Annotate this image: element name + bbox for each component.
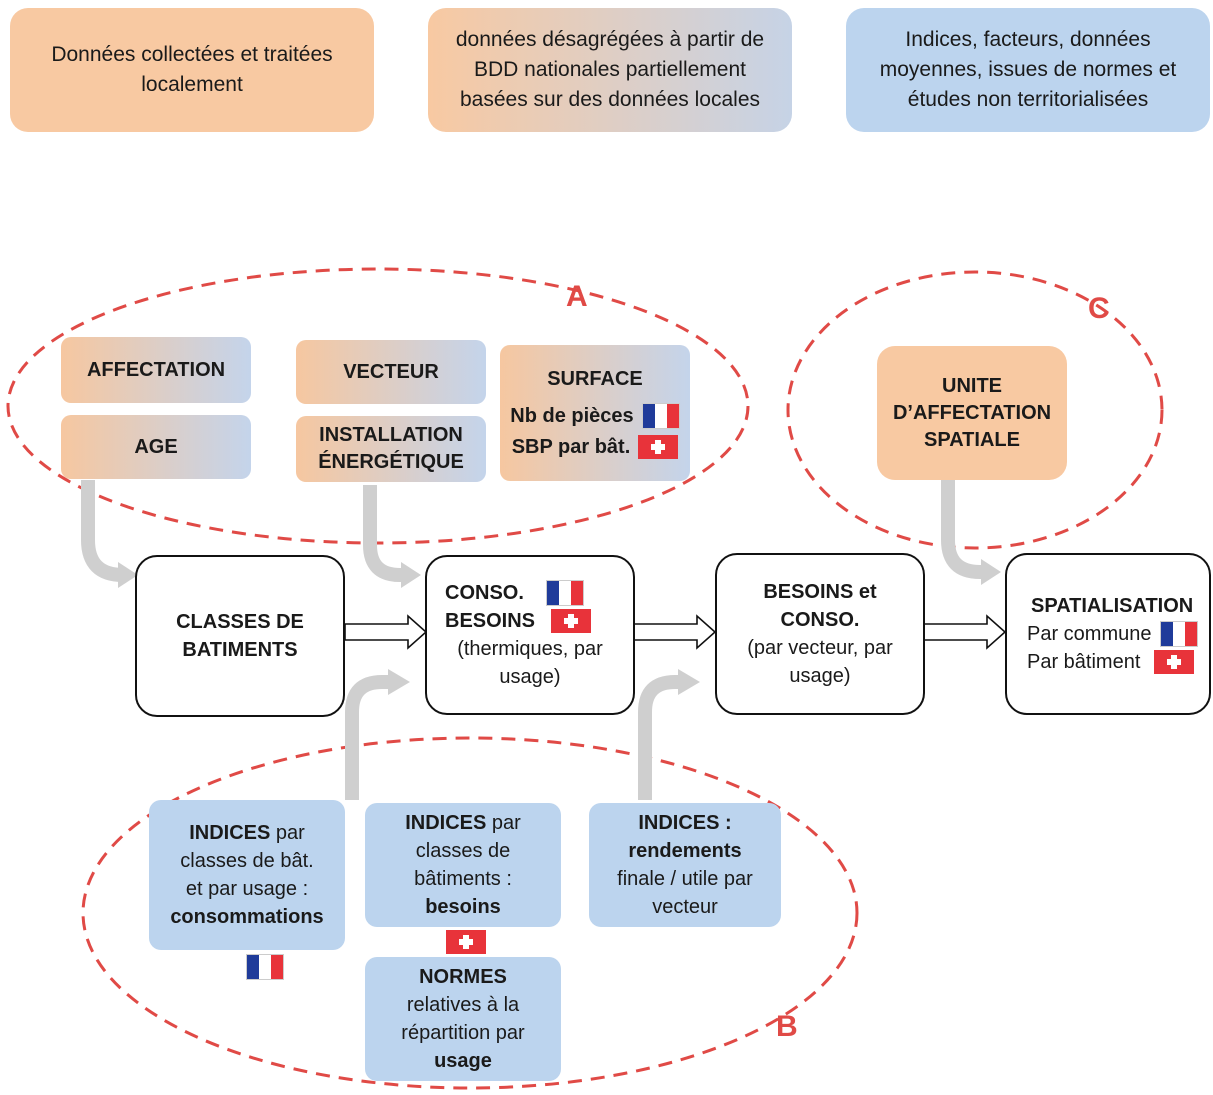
- indices-conso-par: par: [270, 822, 305, 844]
- indices-conso-line2: classes de bât.: [180, 850, 314, 872]
- besoins-line3: (par vecteur, par: [747, 637, 893, 659]
- connector-installation-head: [401, 562, 421, 588]
- indices-rend-line1: INDICES :: [638, 812, 732, 834]
- zone-c-label: C: [1088, 292, 1110, 325]
- zone-c-ellipse: [786, 270, 1164, 550]
- indices-conso-line1: INDICES par: [189, 819, 305, 847]
- indices-besoins-bold: INDICES: [405, 812, 487, 834]
- classes-line1: CLASSES DE: [176, 611, 304, 633]
- indices-rend-line3: finale / utile par: [617, 868, 753, 890]
- indices-rend-line4: vecteur: [652, 896, 718, 918]
- input-unite-line2: D’AFFECTATION: [892, 401, 1052, 424]
- besoins-line4: usage): [789, 665, 851, 687]
- indices-consommations: INDICES par classes de bât. et par usage…: [149, 800, 345, 950]
- connector-age: [81, 480, 124, 582]
- connector-indices-rend: [638, 675, 680, 800]
- connector-unite: [941, 480, 985, 579]
- classes-line2: BATIMENTS: [182, 639, 298, 661]
- input-surface-title: SURFACE: [547, 367, 643, 390]
- indices-besoins-line2: classes de: [415, 840, 511, 862]
- zone-a-label: A: [566, 280, 588, 313]
- arrow-besoins-to-spatial: [923, 614, 1007, 650]
- indices-conso-bold: INDICES: [189, 822, 271, 844]
- switzerland-flag-icon: [551, 609, 592, 633]
- process-classes-batiments: CLASSES DE BATIMENTS: [135, 555, 345, 717]
- spatial-title: SPATIALISATION: [1031, 595, 1194, 617]
- france-flag-icon: [641, 403, 680, 429]
- conso-line3: (thermiques, par: [457, 638, 603, 660]
- zone-a-ellipse: [6, 267, 750, 545]
- indices-besoins-line3: bâtiments :: [414, 868, 512, 890]
- spatial-fr-row: Par commune: [1027, 620, 1198, 648]
- input-surface: SURFACE Nb de pièces SBP par bât.: [500, 345, 690, 481]
- indices-conso-line3: et par usage :: [185, 878, 309, 900]
- input-vecteur-label: VECTEUR: [343, 360, 439, 383]
- connector-age-head: [118, 562, 138, 588]
- connector-installation: [363, 485, 405, 582]
- legend-local-data: Données collectées et traitées localemen…: [10, 8, 374, 132]
- normes-line3: répartition par: [401, 1022, 525, 1044]
- normes-line1: NORMES: [419, 966, 507, 988]
- surface-fr-row: Nb de pièces: [510, 403, 680, 430]
- input-installation: INSTALLATION ÉNERGÉTIQUE: [296, 416, 486, 482]
- indices-besoins-line1: INDICES par: [405, 809, 521, 837]
- arrow-classes-to-conso: [344, 614, 428, 650]
- normes-line2: relatives à la: [406, 994, 520, 1016]
- connector-unite-head: [981, 559, 1001, 585]
- conso-row-fr: CONSO.: [445, 579, 584, 607]
- surface-fr-label: Nb de pièces: [510, 404, 634, 427]
- besoins-line1: BESOINS et: [763, 581, 877, 603]
- process-spatialisation: SPATIALISATION Par commune Par bâtiment: [1005, 553, 1211, 715]
- surface-ch-label: SBP par bât.: [511, 435, 631, 458]
- input-installation-line1: INSTALLATION: [319, 424, 463, 446]
- zone-b-ellipse: [81, 736, 859, 1090]
- input-unite-affectation: UNITE D’AFFECTATION SPATIALE: [877, 346, 1067, 480]
- switzerland-flag-icon: [638, 435, 679, 459]
- indices-besoins: INDICES par classes de bâtiments : besoi…: [365, 803, 561, 927]
- switzerland-flag-icon: [1154, 650, 1195, 674]
- legend-national-data: données désagrégées à partir de BDD nati…: [428, 8, 792, 132]
- input-vecteur: VECTEUR: [296, 340, 486, 404]
- besoins-line2: CONSO.: [780, 609, 860, 631]
- indices-rend-line2: rendements: [628, 840, 742, 862]
- france-flag-icon: [1159, 621, 1198, 647]
- legend-local-text: Données collectées et traitées localemen…: [51, 43, 333, 96]
- process-besoins-conso: BESOINS et CONSO. (par vecteur, par usag…: [715, 553, 925, 715]
- france-flag-icon: [545, 580, 584, 606]
- conso-line4: usage): [499, 666, 561, 688]
- input-unite-line3: SPATIALE: [924, 428, 1020, 451]
- conso-line2: BESOINS: [445, 610, 536, 632]
- arrow-conso-to-besoins: [633, 614, 717, 650]
- process-conso-besoins: CONSO. BESOINS (thermiques, par usage): [425, 555, 635, 715]
- connector-indices-rend-head: [678, 669, 700, 695]
- indices-rendements: INDICES : rendements finale / utile par …: [589, 803, 781, 927]
- input-affectation: AFFECTATION: [61, 337, 251, 403]
- switzerland-flag-icon: [446, 930, 486, 954]
- indices-besoins-line4: besoins: [425, 896, 501, 918]
- input-age: AGE: [61, 415, 251, 479]
- conso-line1: CONSO.: [445, 582, 524, 604]
- input-affectation-label: AFFECTATION: [86, 358, 226, 381]
- connector-indices-conso-head: [388, 669, 410, 695]
- input-installation-line2: ÉNERGÉTIQUE: [318, 451, 464, 473]
- input-age-label: AGE: [134, 435, 178, 458]
- conso-row-ch: BESOINS: [445, 607, 592, 635]
- indices-conso-line4: consommations: [170, 906, 324, 928]
- input-unite-line1: UNITE: [942, 374, 1002, 397]
- spatial-fr-label: Par commune: [1027, 623, 1152, 645]
- legend-indices-data: Indices, facteurs, données moyennes, iss…: [846, 8, 1210, 132]
- normes-repartition: NORMES relatives à la répartition par us…: [365, 957, 561, 1081]
- surface-ch-row: SBP par bât.: [512, 434, 679, 461]
- legend-indices-text: Indices, facteurs, données moyennes, iss…: [879, 28, 1177, 111]
- legend-national-text: données désagrégées à partir de BDD nati…: [455, 28, 765, 111]
- zone-b-label: B: [776, 1010, 798, 1043]
- spatial-ch-row: Par bâtiment: [1027, 648, 1195, 676]
- france-flag-icon: [246, 954, 284, 980]
- connector-indices-conso: [345, 675, 390, 800]
- normes-line4: usage: [434, 1050, 492, 1072]
- spatial-ch-label: Par bâtiment: [1027, 651, 1141, 673]
- indices-besoins-par: par: [486, 812, 521, 834]
